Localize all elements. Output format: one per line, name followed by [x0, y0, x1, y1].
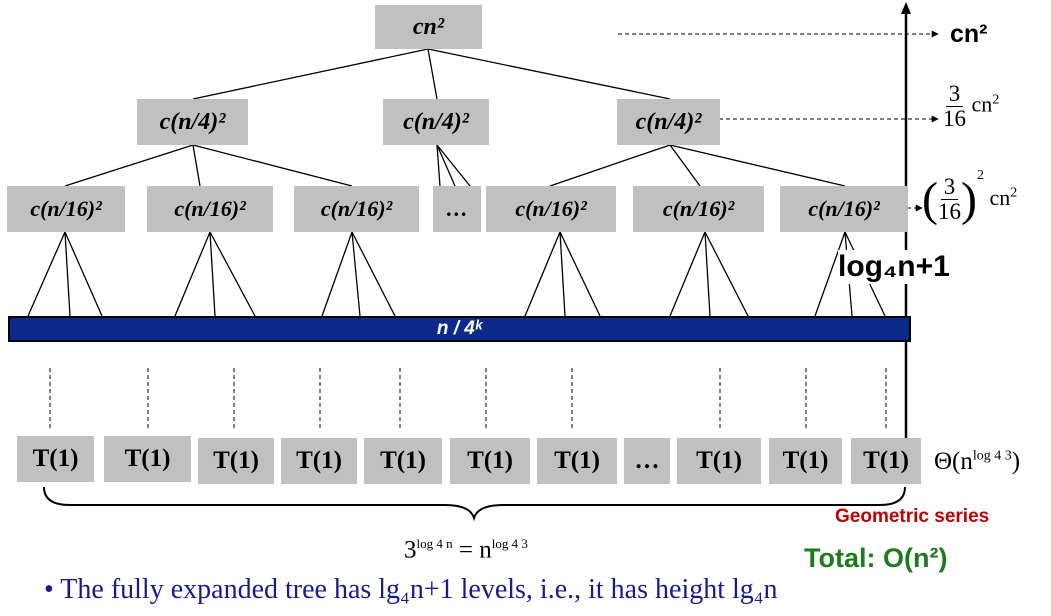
cost-term: Θ(n — [934, 448, 973, 475]
leaf-node: T(1) — [281, 438, 357, 484]
leaves-cost: Θ(nlog 4 3) — [934, 448, 1020, 476]
leaf-node: T(1) — [677, 438, 761, 484]
level1-node: c(n/4)² — [137, 99, 248, 145]
level2-node: c(n/16)² — [780, 186, 908, 232]
cost-term: cn — [989, 185, 1011, 210]
explanation-bullet: • The fully expanded tree has lg₄n+1 lev… — [44, 574, 778, 605]
leaf-node: T(1) — [537, 438, 617, 484]
leaf-node: T(1) — [104, 436, 191, 482]
level0-cost: cn² — [950, 20, 988, 48]
level2-cost: ( 3 16 )2 cn2 — [922, 168, 1018, 226]
level2-ellipsis: … — [433, 186, 481, 232]
identity-base-exponent: log 4 n — [416, 536, 453, 551]
leaf-node: T(1) — [364, 438, 442, 484]
cost-close: ) — [1011, 448, 1021, 475]
level1-node: c(n/4)² — [383, 99, 489, 145]
identity-base: 3 — [404, 536, 417, 564]
leaf-node: T(1) — [450, 438, 530, 484]
level1-cost: 3 16 cn2 — [943, 81, 1000, 132]
leaf-node: T(1) — [851, 438, 921, 484]
leaf-node: T(1) — [17, 436, 94, 482]
cost-exponent: 2 — [992, 92, 1000, 108]
identity-rhs: = n — [458, 536, 492, 564]
fraction: 3 16 — [943, 81, 966, 132]
leaf-node: T(1) — [769, 438, 842, 484]
band-label: n / 4ᵏ — [436, 318, 483, 339]
leaf-node: T(1) — [198, 438, 274, 484]
identity-rhs-exponent: log 4 3 — [491, 536, 528, 551]
cost-term: cn — [971, 91, 993, 117]
log-identity: 3log 4 n = nlog 4 3 — [404, 536, 528, 564]
tree-height-label: log₄n+1 — [838, 250, 950, 284]
root-node: cn² — [375, 5, 482, 49]
level2-node: c(n/16)² — [486, 186, 616, 232]
level1-node: c(n/4)² — [617, 99, 720, 145]
fraction-numerator: 3 — [945, 81, 964, 108]
cost-exponent: log 4 3 — [972, 448, 1012, 464]
fraction-denominator: 16 — [943, 106, 966, 132]
fraction-denominator: 16 — [937, 199, 961, 225]
fraction-numerator: 3 — [940, 175, 959, 201]
cost-exponent: 2 — [1010, 185, 1018, 201]
depth-k-band: n / 4ᵏ — [8, 316, 911, 342]
level2-node: c(n/16)² — [7, 186, 125, 232]
power-exponent: 2 — [976, 168, 984, 183]
leaf-ellipsis: … — [624, 438, 670, 484]
fraction: 3 16 — [938, 175, 961, 224]
total-label: Total: O(n²) — [804, 543, 948, 573]
geometric-series-label: Geometric series — [835, 506, 990, 527]
level2-node: c(n/16)² — [633, 186, 764, 232]
level2-node: c(n/16)² — [147, 186, 273, 232]
level2-node: c(n/16)² — [294, 186, 419, 232]
